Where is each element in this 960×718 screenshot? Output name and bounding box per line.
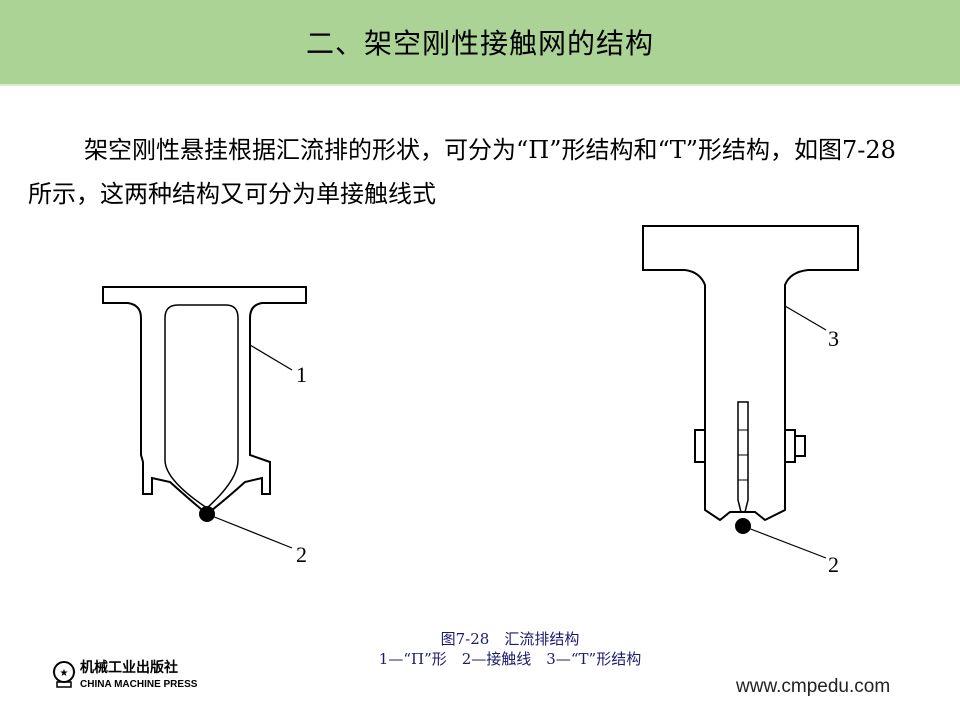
publisher-logo: ★ 机械工业出版社 CHINA MACHINE PRESS	[53, 659, 198, 690]
title-bar	[0, 0, 960, 86]
label-2-left: 2	[296, 542, 307, 567]
pi-shaped-busbar	[102, 286, 307, 549]
body-paragraph: 架空刚性悬挂根据汇流排的形状，可分为“Π”形结构和“T”形结构，如图7-28所示…	[28, 128, 908, 216]
paragraph-text: 架空刚性悬挂根据汇流排的形状，可分为“Π”形结构和“T”形结构，如图7-28所示…	[28, 136, 896, 208]
svg-text:★: ★	[60, 668, 69, 679]
svg-text:CHINA MACHINE PRESS: CHINA MACHINE PRESS	[80, 679, 198, 690]
slide-title: 二、架空刚性接触网的结构	[305, 27, 654, 60]
figure-caption-title: 图7-28 汇流排结构	[440, 630, 580, 648]
label-2-right: 2	[828, 552, 839, 577]
figure-caption-legend: 1—“Π”形 2—接触线 3—“T”形结构	[378, 650, 642, 668]
label-1: 1	[296, 362, 307, 387]
t-shaped-busbar	[642, 225, 859, 559]
label-3: 3	[828, 326, 839, 351]
svg-text:机械工业出版社: 机械工业出版社	[80, 659, 178, 676]
website-url: www.cmpedu.com	[736, 676, 891, 697]
